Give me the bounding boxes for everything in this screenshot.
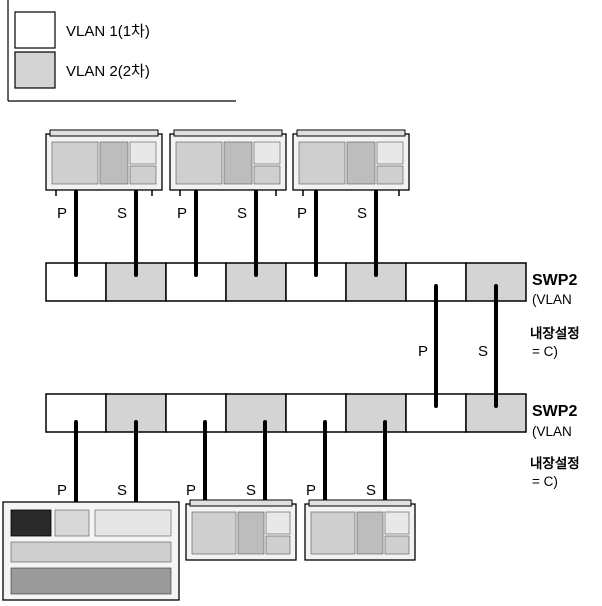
port-label-s: S <box>357 205 367 222</box>
switch-title: SWP2 <box>532 272 577 289</box>
port-label-s: S <box>117 205 127 222</box>
cables-interswitch <box>434 284 498 408</box>
switch-line2: 내장설정 <box>530 325 580 341</box>
stagebox-icon <box>304 499 416 561</box>
switch-line1: (VLAN <box>532 292 572 307</box>
legend: VLAN 1(1차) VLAN 2(2차) <box>7 0 236 102</box>
legend-swatch-vlan2 <box>14 51 56 89</box>
port-label-p: P <box>297 205 307 222</box>
port-label-s: S <box>478 343 488 360</box>
port-label-p: P <box>306 482 316 499</box>
port-label-p: P <box>57 482 67 499</box>
cables-top <box>74 190 378 277</box>
stagebox-icon <box>292 129 410 196</box>
mixing-console-icon <box>2 501 180 601</box>
port-label-p: P <box>418 343 428 360</box>
switch-title: SWP2 <box>532 403 577 420</box>
port-label-p: P <box>177 205 187 222</box>
legend-label-vlan2: VLAN 2(2차) <box>66 63 150 80</box>
port-labels-bottom: P S P S P S <box>57 482 376 499</box>
switch-bottom <box>45 393 527 433</box>
legend-swatch-vlan1 <box>14 11 56 49</box>
switch-label-bottom: SWP2 (VLAN 내장설정 = C) <box>530 403 580 489</box>
stagebox-icon <box>185 499 297 561</box>
stagebox-icon <box>45 129 163 196</box>
stagebox-icon <box>169 129 287 196</box>
port-label-s: S <box>246 482 256 499</box>
switch-top <box>45 262 527 302</box>
legend-label-vlan1: VLAN 1(1차) <box>66 23 150 40</box>
port-labels-interswitch: P S <box>418 343 488 360</box>
port-label-s: S <box>366 482 376 499</box>
switch-line3: = C) <box>532 344 558 359</box>
port-labels-top: P S P S P S <box>57 205 367 222</box>
port-label-s: S <box>237 205 247 222</box>
switch-label-top: SWP2 (VLAN 내장설정 = C) <box>530 272 580 359</box>
port-label-p: P <box>186 482 196 499</box>
port-label-p: P <box>57 205 67 222</box>
switch-line3: = C) <box>532 474 558 489</box>
switch-line2: 내장설정 <box>530 455 580 471</box>
switch-line1: (VLAN <box>532 424 572 439</box>
cables-bottom <box>74 420 387 507</box>
port-label-s: S <box>117 482 127 499</box>
